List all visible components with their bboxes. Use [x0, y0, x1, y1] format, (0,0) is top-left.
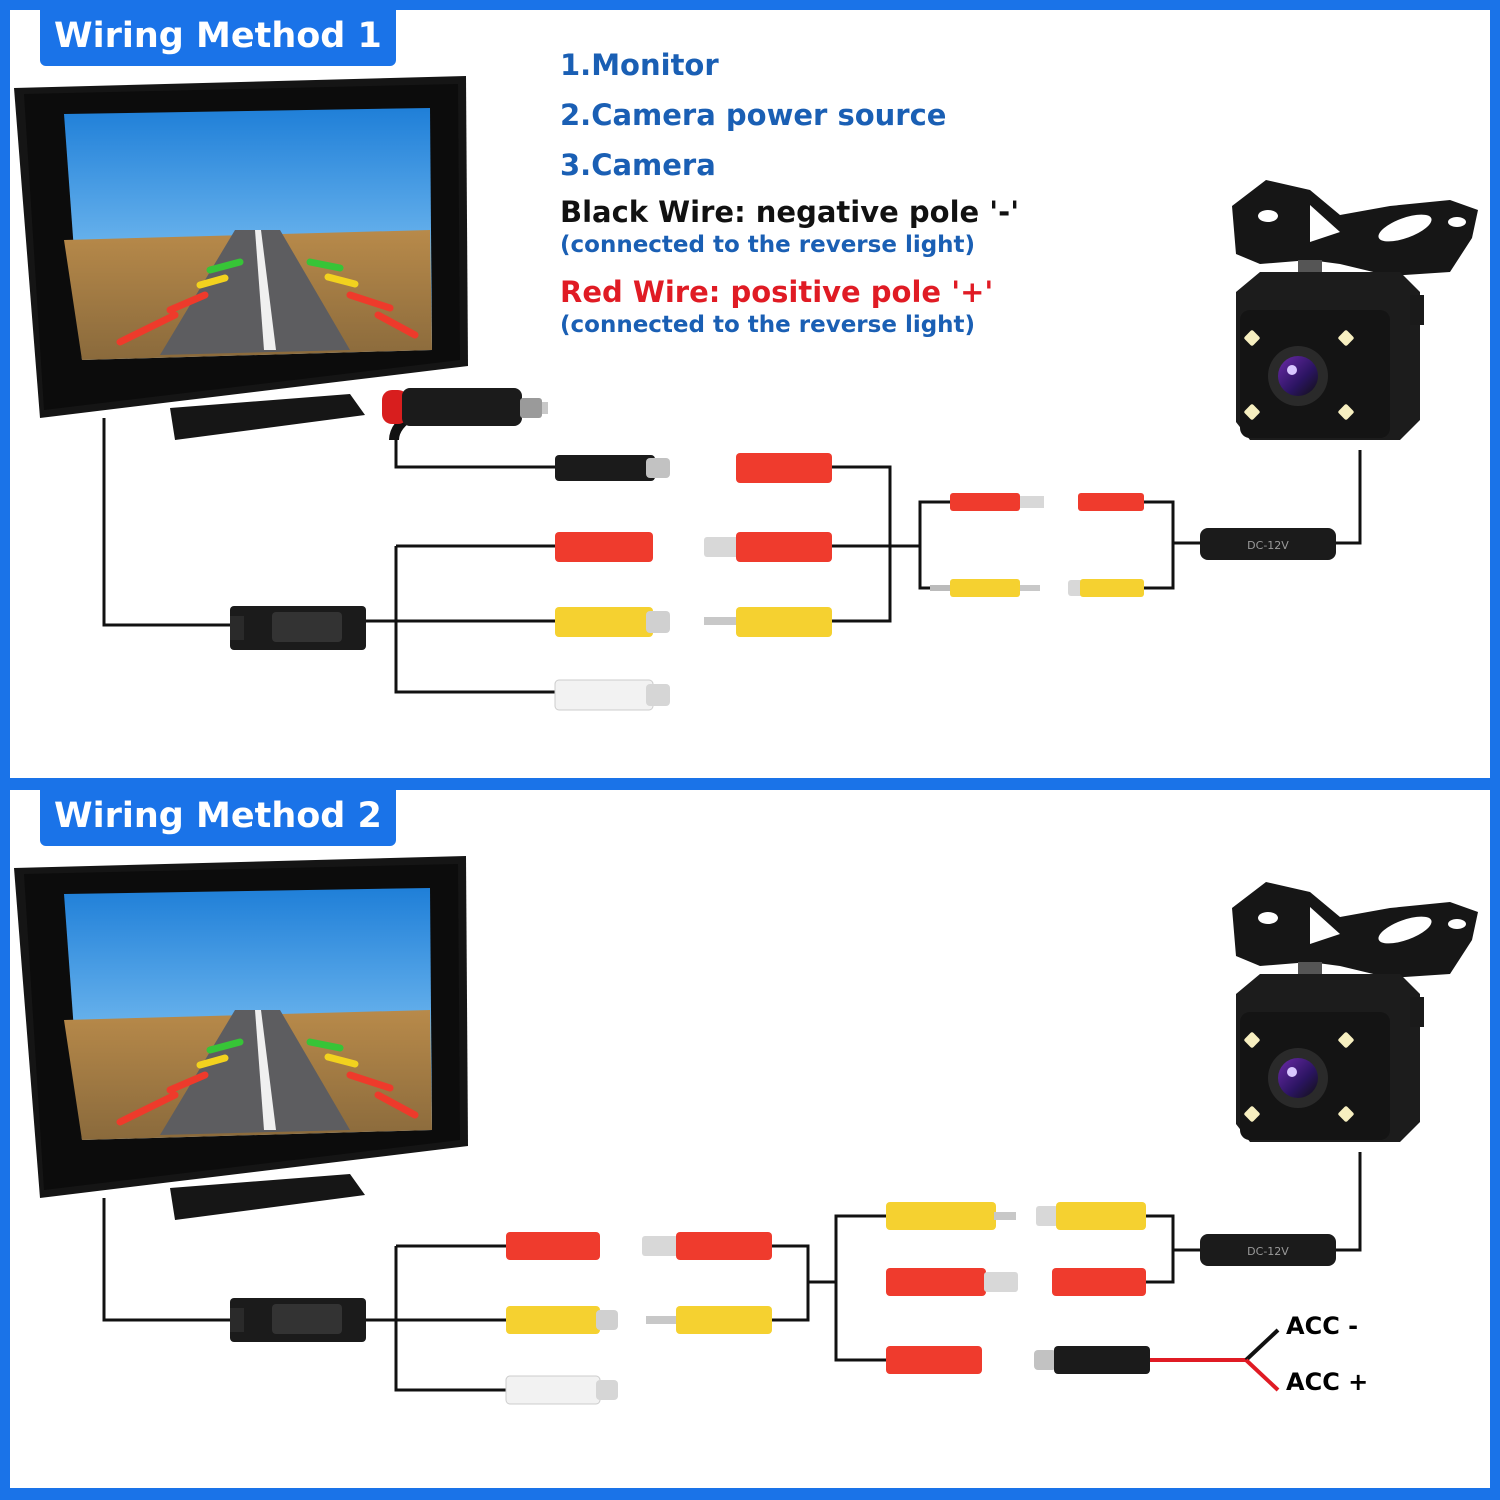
- av-connector-icon: [642, 1232, 772, 1334]
- av-connector-icon: [704, 453, 832, 637]
- legend-red-wire-note: (connected to the reverse light): [560, 312, 976, 338]
- camera-icon: [1232, 180, 1478, 440]
- acc-wires: [1150, 1328, 1280, 1392]
- wiring-method-2-panel: Wiring Method 2: [10, 790, 1490, 1488]
- module-label: DC-12V: [1247, 1245, 1289, 1258]
- wires-method-1: [102, 418, 1362, 694]
- av-connector-icon: [1068, 493, 1144, 597]
- acc-plus-label: ACC +: [1286, 1368, 1369, 1396]
- legend-item-camera: 3.Camera: [560, 148, 716, 182]
- wiring-method-2-diagram: DC-12V: [14, 856, 1478, 1405]
- wiring-method-2-title: Wiring Method 2: [40, 790, 396, 846]
- monitor-icon: [14, 856, 468, 1220]
- power-module-icon: DC-12V: [1200, 528, 1336, 560]
- cigarette-lighter-plug-icon: [382, 388, 548, 441]
- legend-red-wire: Red Wire: positive pole '+': [560, 275, 994, 309]
- av-connector-icon: [886, 1202, 1018, 1374]
- legend: 1.Monitor 2.Camera power source 3.Camera…: [560, 40, 1019, 344]
- legend-item-monitor: 1.Monitor: [560, 48, 719, 82]
- legend-black-wire-note: (connected to the reverse light): [560, 232, 976, 258]
- monitor-icon: [14, 76, 468, 440]
- camera-icon: [1232, 882, 1478, 1142]
- av-connector-icon: [505, 1232, 618, 1405]
- acc-minus-label: ACC -: [1286, 1312, 1359, 1340]
- wires-method-2: [102, 1152, 1362, 1392]
- wiring-method-1-diagram: DC-12V: [14, 76, 1478, 711]
- av-connector-icon: [1034, 1202, 1150, 1374]
- av-connector-icon: [554, 455, 670, 711]
- wiring-method-1-title: Wiring Method 1: [40, 10, 396, 66]
- av-hub-connector-icon: [230, 606, 366, 650]
- av-hub-connector-icon: [230, 1298, 366, 1342]
- legend-black-wire: Black Wire: negative pole '-': [560, 195, 1020, 229]
- module-label: DC-12V: [1247, 539, 1289, 552]
- power-module-icon: DC-12V: [1200, 1234, 1336, 1266]
- legend-item-camera-power: 2.Camera power source: [560, 98, 947, 132]
- wiring-method-1-panel: Wiring Method 1: [10, 10, 1490, 778]
- av-connector-icon: [930, 493, 1044, 597]
